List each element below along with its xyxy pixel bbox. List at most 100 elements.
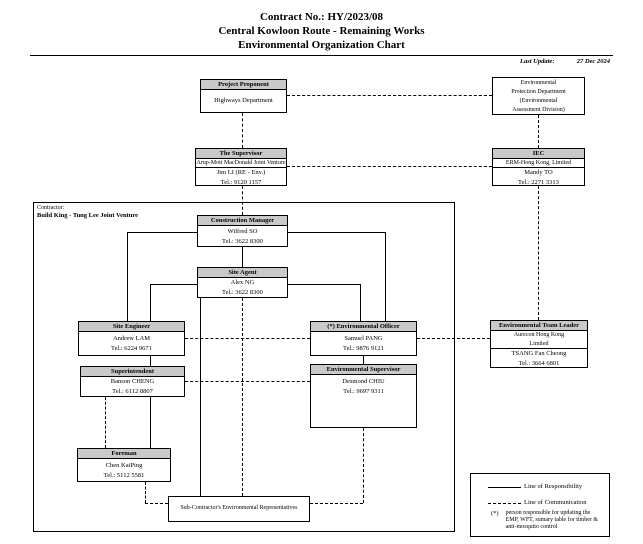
last-update-label: Last Update:: [520, 58, 555, 65]
box-subcontractor-reps: Sub-Contractor's Environmental Represent…: [168, 496, 310, 522]
box-iec: IEC ERM-Hong Kong, Limited Mandy TO Tel.…: [492, 148, 585, 186]
line-sa-to-se: [150, 284, 151, 321]
contractor-name: Build King - Tung Lee Joint Venture: [37, 212, 139, 219]
box-env-team-leader-org1: Aurecon Hong Kong: [513, 332, 565, 338]
box-env-officer-title: (*) Environmental Officer: [311, 322, 416, 332]
contractor-frame: Contractor: Build King - Tung Lee Joint …: [33, 202, 455, 532]
box-supervisor-org: Arup-Mott MacDonald Joint Venture: [196, 160, 286, 168]
contractor-label-text: Contractor:: [37, 205, 65, 211]
title-divider: [30, 55, 613, 56]
box-env-supervisor-title: Environmental Supervisor: [311, 365, 416, 375]
box-env-supervisor-person: Desmond CHIU: [342, 378, 385, 385]
chart-name: Environmental Organization Chart: [238, 39, 405, 51]
box-epd: Environmental Protection Department (Env…: [492, 77, 585, 115]
box-foreman-tel: Tel.: 5112 5581: [103, 471, 145, 479]
box-epd-line1: Environmental: [520, 80, 557, 86]
line-es-to-subcontractor: [310, 503, 363, 504]
line-superintendent-to-foreman: [150, 397, 151, 448]
box-superintendent: Superintendent Banson CHENG Tel.: 6112 8…: [80, 366, 185, 397]
line-superintendent-to-es: [185, 381, 310, 382]
box-env-team-leader-title: Environmental Team Leader: [491, 321, 587, 331]
box-superintendent-person: Banson CHENG: [110, 378, 155, 385]
box-supervisor-tel: Tel.: 9120 1157: [220, 178, 262, 186]
box-site-agent-title: Site Agent: [198, 268, 287, 278]
line-siteagent-to-subcontractor: [200, 298, 201, 496]
line-proponent-to-supervisor: [242, 113, 243, 148]
legend-solid-line-sample: [488, 486, 521, 488]
legend-responsibility-label: Line of Responsibility: [524, 483, 583, 490]
box-env-officer: (*) Environmental Officer Samuel PANG Te…: [310, 321, 417, 356]
box-env-team-leader-person: TSANG Fan Cheong: [511, 350, 567, 357]
box-supervisor: The Supervisor Arup-Mott MacDonald Joint…: [195, 148, 287, 186]
box-iec-org: ERM-Hong Kong, Limited: [493, 159, 584, 168]
box-site-engineer-tel: Tel.: 6224 9671: [111, 344, 152, 352]
line-sa-to-eo: [360, 284, 361, 321]
box-env-team-leader-tel: Tel.: 3664 6801: [518, 359, 560, 367]
line-superintendent-to-foreman-comm: [105, 397, 106, 448]
line-se-to-eo: [185, 338, 310, 339]
box-env-team-leader-org2: Limited: [529, 340, 549, 347]
line-cm-to-eo: [385, 232, 386, 321]
box-subcontractor-reps-label: Sub-Contractor's Environmental Represent…: [180, 505, 298, 512]
box-env-officer-tel: Tel.: 9876 9121: [343, 344, 384, 352]
box-env-team-leader: Environmental Team Leader Aurecon Hong K…: [490, 320, 588, 368]
legend-asterisk: (*): [491, 510, 499, 517]
box-env-supervisor-tel: Tel.: 9697 9311: [343, 387, 384, 395]
legend-communication-label: Line of Communication: [524, 499, 587, 506]
line-siteagent-to-subcontractor-comm: [242, 298, 243, 496]
box-superintendent-tel: Tel.: 6112 8807: [112, 387, 153, 395]
box-construction-manager: Construction Manager Wilfred SO Tel.: 36…: [197, 215, 288, 247]
box-project-proponent-org: Highways Department: [214, 97, 273, 105]
line-cm-to-siteagent: [242, 247, 243, 267]
box-supervisor-title: The Supervisor: [196, 149, 286, 159]
box-construction-manager-person: Wilfred SO: [227, 228, 258, 235]
box-iec-tel: Tel.: 2271 3313: [518, 178, 559, 186]
box-epd-line4: Assessment Division): [512, 107, 565, 113]
box-iec-person: Mandy TO: [524, 169, 553, 176]
box-site-agent: Site Agent Alex NG Tel.: 3622 8300: [197, 267, 288, 298]
last-update: Last Update: 27 Dec 2024: [520, 58, 610, 65]
box-iec-title: IEC: [493, 149, 584, 159]
box-construction-manager-tel: Tel.: 3622 8300: [222, 237, 263, 245]
line-eo-to-es: [363, 356, 364, 364]
box-supervisor-person: Jim LI (RE - Env.): [216, 169, 266, 176]
line-sa-right-elbow-h: [288, 284, 360, 285]
box-project-proponent: Project Proponent Highways Department: [200, 79, 287, 113]
legend-note: person responsible for updating the EMP,…: [505, 510, 599, 530]
line-es-down: [363, 428, 364, 503]
line-supervisor-to-iec: [287, 166, 492, 167]
box-project-proponent-title: Project Proponent: [201, 80, 286, 90]
line-eo-to-etl: [417, 338, 490, 339]
line-iec-to-etl: [538, 186, 539, 320]
contract-number: Contract No.: HY/2023/08: [259, 11, 384, 23]
contractor-label: Contractor: Build King - Tung Lee Joint …: [37, 205, 138, 220]
box-env-officer-person: Samuel PANG: [344, 335, 383, 342]
line-sa-left-elbow-h: [150, 284, 197, 285]
box-epd-line2: Protection Department: [511, 89, 566, 95]
box-site-engineer: Site Engineer Andrew LAM Tel.: 6224 9671: [78, 321, 185, 356]
line-proponent-to-epd: [287, 95, 492, 96]
page-title: Contract No.: HY/2023/08 Central Kowloon…: [0, 10, 643, 52]
box-site-agent-tel: Tel.: 3622 8300: [222, 288, 263, 296]
box-superintendent-title: Superintendent: [81, 367, 184, 377]
box-foreman-person: Chen KaiPing: [105, 462, 143, 469]
box-site-engineer-title: Site Engineer: [79, 322, 184, 332]
last-update-value: 27 Dec 2024: [576, 58, 610, 65]
line-foreman-to-subcontractor: [145, 503, 168, 504]
legend: Line of Responsibility Line of Communica…: [470, 473, 610, 537]
box-site-agent-person: Alex NG: [230, 279, 255, 286]
line-epd-to-iec: [538, 115, 539, 148]
box-site-engineer-person: Andrew LAM: [112, 335, 150, 342]
line-cm-to-se: [127, 232, 128, 321]
line-supervisor-to-cm: [242, 186, 243, 215]
line-cm-right-elbow-h: [288, 232, 385, 233]
line-cm-left-elbow-h: [127, 232, 197, 233]
legend-dashed-line-sample: [488, 502, 521, 504]
box-foreman-title: Foreman: [78, 449, 170, 459]
box-foreman: Foreman Chen KaiPing Tel.: 5112 5581: [77, 448, 171, 482]
project-name: Central Kowloon Route - Remaining Works: [218, 25, 425, 37]
box-epd-line3: (Environmental: [519, 98, 558, 104]
box-construction-manager-title: Construction Manager: [198, 216, 287, 226]
box-env-supervisor: Environmental Supervisor Desmond CHIU Te…: [310, 364, 417, 428]
